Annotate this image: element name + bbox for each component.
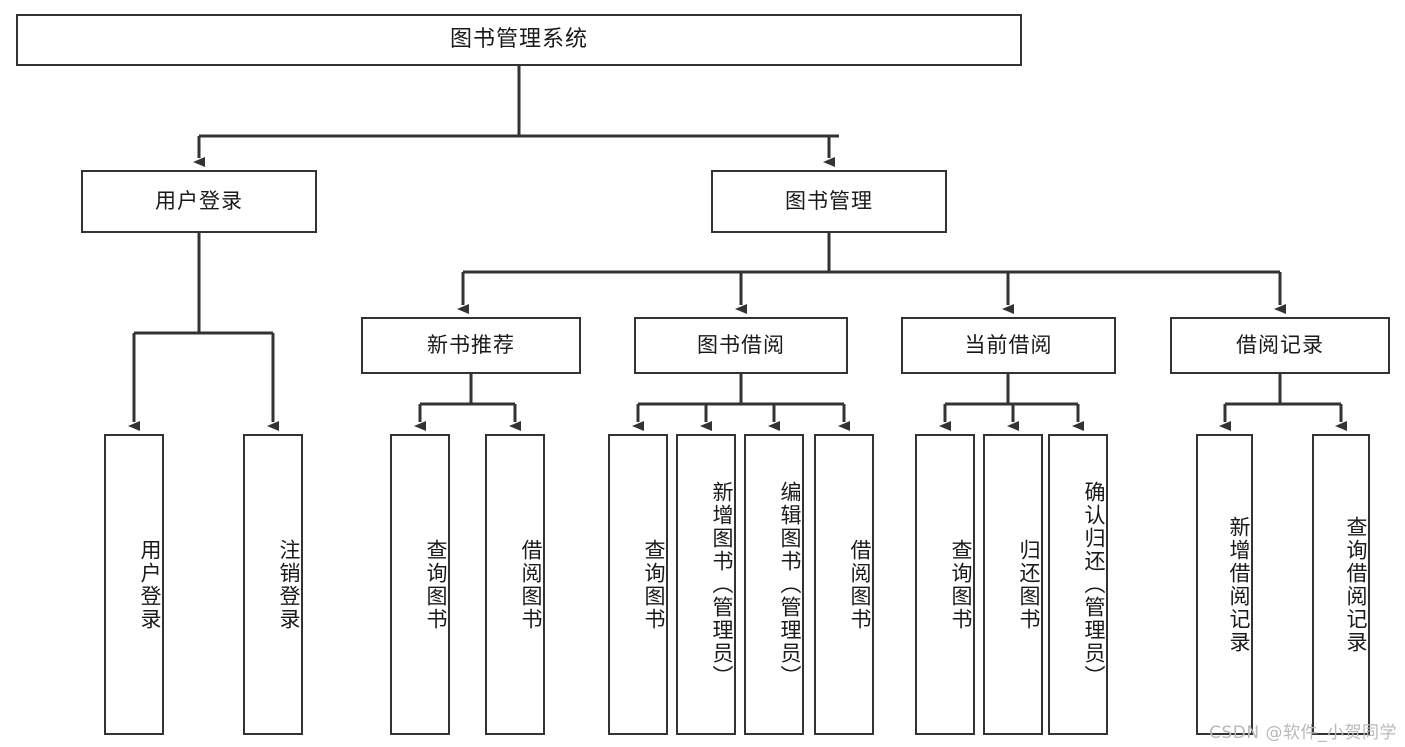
- leaf-query-book-recommend[interactable]: 查询图书: [390, 434, 450, 735]
- node-label: 图书管理: [785, 188, 873, 213]
- node-label: 借阅图书: [848, 538, 872, 631]
- leaf-borrow-book-recommend[interactable]: 借阅图书: [485, 434, 545, 735]
- leaf-return-book[interactable]: 归还图书: [983, 434, 1043, 735]
- leaf-add-book-admin[interactable]: 新增图书（管理员）: [676, 434, 736, 735]
- leaf-query-book-current[interactable]: 查询图书: [915, 434, 975, 735]
- leaf-user-login[interactable]: 用户登录: [104, 434, 164, 735]
- node-label: 编辑图书（管理员）: [778, 481, 802, 688]
- node-book-management[interactable]: 图书管理: [711, 170, 947, 233]
- node-label: 新增借阅记录: [1227, 515, 1251, 654]
- node-root-book-management-system[interactable]: 图书管理系统: [16, 14, 1022, 66]
- node-current-borrowing[interactable]: 当前借阅: [901, 317, 1116, 374]
- node-label: 查询图书: [424, 538, 448, 631]
- node-borrowing-records[interactable]: 借阅记录: [1170, 317, 1390, 374]
- node-label: 查询图书: [642, 538, 666, 631]
- node-label: 用户登录: [138, 538, 162, 631]
- leaf-query-borrow-record[interactable]: 查询借阅记录: [1312, 434, 1370, 735]
- node-label: 当前借阅: [964, 332, 1053, 357]
- node-label: 归还图书: [1017, 538, 1041, 631]
- node-new-book-recommendation[interactable]: 新书推荐: [361, 317, 581, 374]
- leaf-add-borrow-record[interactable]: 新增借阅记录: [1196, 434, 1253, 735]
- node-label: 确认归还（管理员）: [1082, 481, 1106, 688]
- node-label: 查询借阅记录: [1344, 515, 1368, 654]
- node-label: 查询图书: [949, 538, 973, 631]
- node-label: 借阅记录: [1236, 332, 1324, 357]
- leaf-confirm-return-admin[interactable]: 确认归还（管理员）: [1048, 434, 1108, 735]
- leaf-query-book-borrow[interactable]: 查询图书: [608, 434, 668, 735]
- node-user-login[interactable]: 用户登录: [81, 170, 317, 233]
- leaf-edit-book-admin[interactable]: 编辑图书（管理员）: [744, 434, 804, 735]
- node-label: 新增图书（管理员）: [710, 481, 734, 688]
- node-label: 注销登录: [277, 538, 301, 631]
- node-label: 图书借阅: [697, 332, 785, 357]
- node-book-borrowing[interactable]: 图书借阅: [634, 317, 848, 374]
- node-label: 图书管理系统: [449, 26, 588, 52]
- leaf-logout[interactable]: 注销登录: [243, 434, 303, 735]
- node-label: 新书推荐: [427, 332, 515, 357]
- node-label: 用户登录: [155, 188, 243, 213]
- leaf-borrow-book[interactable]: 借阅图书: [814, 434, 874, 735]
- node-label: 借阅图书: [519, 538, 543, 631]
- watermark: CSDN @软件_小贺同学: [1209, 723, 1397, 743]
